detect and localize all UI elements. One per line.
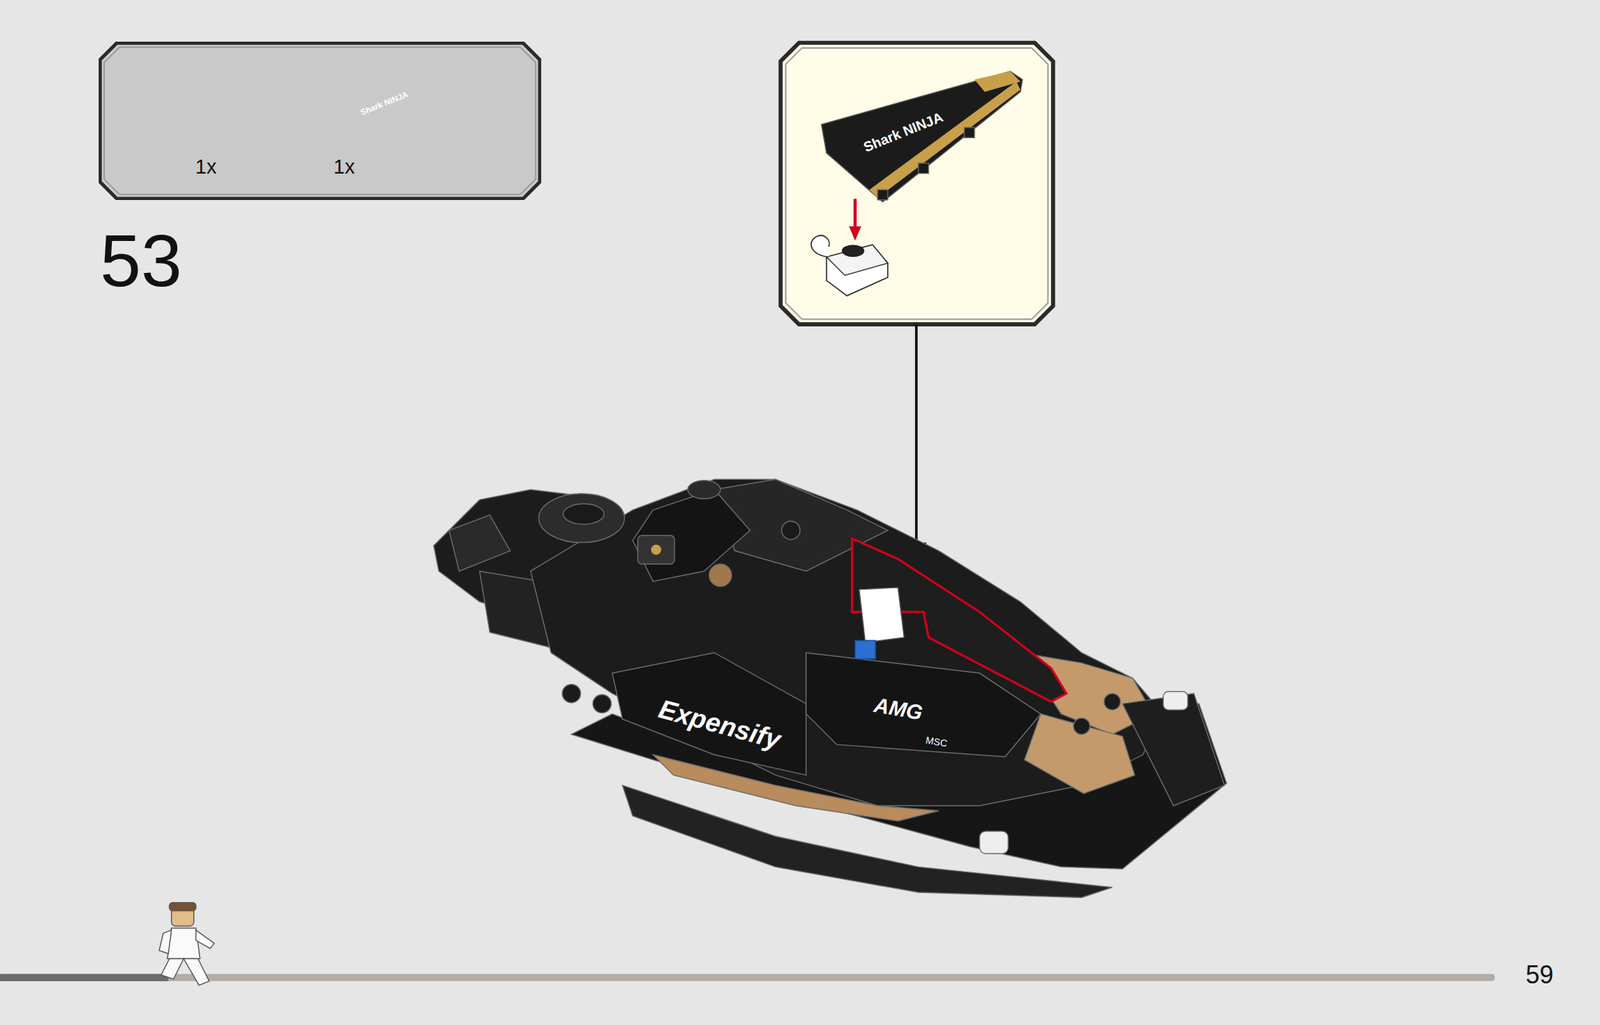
wedge-stud [918,163,929,174]
blue-pin [855,640,876,659]
clip-plate [826,244,888,296]
wedge-stud [964,127,975,139]
rear-wing-end [448,515,510,572]
airbox-top [563,504,605,525]
clip-plate [859,587,905,643]
decal-text: Shark NINJA [861,109,945,155]
parts-list-panel: 1x 1x [98,41,542,201]
minifig-torso [167,928,201,959]
wedge-plate [821,71,1022,203]
callout-leader [914,324,918,549]
stud [592,694,611,713]
halo [687,480,721,499]
wedge-stripe [974,71,1021,92]
wedge-stud [877,189,888,201]
page-number: 59 [1525,962,1554,988]
panel-frame-inner [104,47,536,195]
floor-trim [653,755,939,822]
progress-bar [0,974,1496,982]
race-car-model [433,479,1227,898]
minifig-hair [169,903,196,912]
step-number: 53 [100,223,183,298]
minifig-leg [161,959,184,980]
clip-stud [842,244,865,258]
panel-outline [98,41,542,201]
cockpit [632,489,751,582]
decal-text: MSC [924,735,948,749]
placement-arrow [853,198,857,230]
part-quantity: 1x [195,157,217,178]
body [530,479,1164,806]
minifig-arm [195,930,214,949]
decal-text: Expensify [655,695,783,754]
minifig-arm [159,930,172,954]
callout-frame [780,43,1054,325]
axle-pin [979,831,1009,854]
clip-hook [810,235,829,258]
minifig-leg [183,959,210,986]
progress-done [0,974,169,982]
part-quantity: 1x [333,157,356,178]
side-pod [612,653,806,776]
axle-pin [1163,691,1188,711]
stud [781,521,800,540]
panel-frame [100,43,540,199]
minifigure [159,903,214,986]
placement-arrowhead [848,226,862,242]
callout-panel [780,43,1054,325]
stud [1073,718,1091,735]
callout-frame-inner [785,47,1048,320]
airbox [539,493,625,543]
new-part-highlight [851,538,1066,702]
steering-wheel [637,535,675,565]
decal-text: AMG [872,694,925,724]
nose-trim [1024,714,1136,795]
clip-plate-top [826,244,888,276]
stud [1103,694,1121,711]
wheel-light [650,544,662,556]
stud [562,684,581,703]
driver-helmet [709,564,732,587]
